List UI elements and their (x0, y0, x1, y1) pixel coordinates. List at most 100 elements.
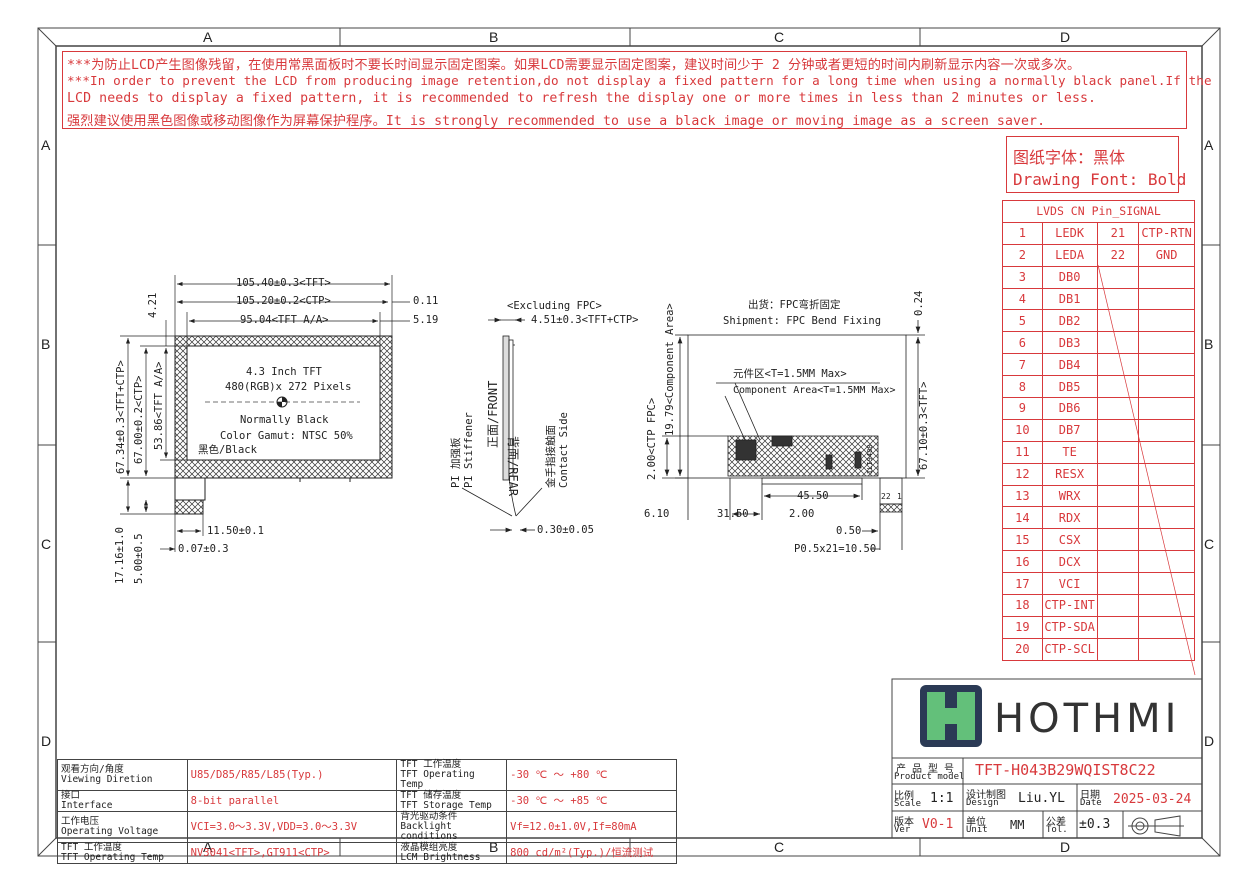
pin-signal-2 (1138, 418, 1195, 442)
pin-signal: CSX (1041, 528, 1098, 552)
side-front-label: 正面/FRONT (486, 380, 500, 448)
spec-label-cn: 接口 (61, 790, 81, 801)
pin-signal: LEDA (1041, 243, 1098, 267)
spec-value: VCI=3.0～3.3V,VDD=3.0～3.3V (186, 811, 398, 843)
drawing-font-cn: 图纸字体：黑体 (1013, 148, 1126, 167)
spec-label-cn: TFT 储存温度 (400, 790, 462, 801)
spec-value: U85/D85/R85/L85(Typ.) (186, 759, 398, 791)
designer-name: Liu.YL (1018, 791, 1065, 806)
pin-number: 20 (1002, 637, 1043, 661)
dim-width-tft: 105.40±0.3<TFT> (236, 277, 331, 289)
date-label-en: Date (1080, 798, 1102, 808)
spec-label-en: TFT Operating Temp (400, 769, 475, 790)
pin-signal-2 (1138, 484, 1195, 508)
version-value: V0-1 (922, 817, 954, 832)
spec-label-cn: 工作电压 (61, 816, 100, 827)
dim-active-area-width: 95.04<TFT A/A> (240, 314, 329, 326)
pin-number-2 (1096, 572, 1140, 596)
pin-signal-2 (1138, 397, 1195, 420)
warning-line-3: LCD needs to display a fixed pattern, it… (67, 91, 1097, 106)
spec-value: Vf=12.0±1.0V,If=80mA (506, 811, 677, 843)
pin-signal: DB6 (1041, 397, 1098, 420)
drawing-date: 2025-03-24 (1113, 792, 1192, 807)
pin-number-2 (1096, 506, 1140, 530)
version-label-cn: 版本 (894, 817, 914, 828)
pin-number: 7 (1002, 353, 1043, 377)
component-area-cn: 元件区<T=1.5MM Max> (733, 368, 847, 380)
pin-number-2: 21 (1096, 221, 1140, 245)
retention-warning-box: ***为防止LCD产生图像残留，在使用常黑面板时不要长时间显示固定图案。如果LC… (62, 51, 1212, 129)
dim-rear-d1: 6.10 (644, 508, 670, 520)
version-label-en: Ver (894, 825, 911, 835)
dim-rear-height: 67.10±0.3<TFT> (918, 381, 930, 470)
panel-gamut-label: Color Gamut: NTSC 50% (220, 430, 353, 442)
pin-signal-2 (1138, 353, 1195, 377)
dim-fpc-pitch: P0.5x21=10.50 (794, 543, 877, 555)
fpc-pin-22: 22 (881, 492, 891, 501)
pin-number: 15 (1002, 528, 1043, 552)
dim-tail-length: 17.16±1.0 (114, 527, 126, 584)
pin-number: 2 (1002, 243, 1043, 267)
drawing-font-box: 图纸字体：黑体 Drawing Font: Bold (1006, 136, 1186, 193)
dim-fpc-width: 11.50±0.1 (207, 525, 264, 537)
spec-label-en: Interface (61, 800, 113, 811)
pin-number: 12 (1002, 462, 1043, 486)
dim-rear-d3: 2.00 (789, 508, 815, 520)
dim-ctp-offset: 0.11 (413, 295, 439, 307)
pin-number: 19 (1002, 615, 1043, 639)
pin-signal-2 (1138, 287, 1195, 311)
pin-number: 13 (1002, 484, 1043, 508)
zone-col-c-bottom: C (774, 839, 785, 855)
pin-signal-2 (1138, 550, 1195, 574)
zone-col-b-top: B (489, 29, 499, 45)
pin-number-2: 22 (1096, 243, 1140, 267)
pin-signal-2 (1138, 615, 1195, 639)
pin-signal: DB0 (1041, 265, 1098, 289)
pin-number: 16 (1002, 550, 1043, 574)
warning-line-1: ***为防止LCD产生图像残留，在使用常黑面板时不要长时间显示固定图案。如果LC… (67, 58, 1081, 73)
spec-label-cn: 观看方向/角度 (61, 764, 124, 775)
dim-rear-top-offset: 0.24 (913, 290, 925, 316)
pin-signal: CTP-SDA (1041, 615, 1098, 639)
pin-number: 3 (1002, 265, 1043, 289)
dim-rear-d4: 45.50 (797, 490, 829, 502)
pin-number: 10 (1002, 418, 1043, 442)
spec-label-cn: 液晶模组亮度 (400, 842, 458, 853)
contact-en-label: Contact Side (558, 412, 570, 488)
shipment-en: Shipment: FPC Bend Fixing (723, 315, 882, 327)
dim-fpc-offset: 0.07±0.3 (178, 543, 229, 555)
scale-value: 1:1 (930, 791, 954, 806)
rear-view-outline (662, 320, 925, 550)
spec-value: 8-bit parallel (186, 790, 398, 812)
pin-signal-2 (1138, 572, 1195, 596)
dim-fpc-thickness: 0.30±0.05 (537, 524, 594, 536)
fpc-pin-1: 1 (897, 492, 902, 501)
dim-top-offset: 4.21 (147, 292, 159, 318)
pin-signal-2: CTP-RTN (1138, 221, 1195, 245)
zone-row-b-left: B (41, 336, 51, 352)
pin-signal-2 (1138, 637, 1195, 661)
pin-number-2 (1096, 528, 1140, 552)
pin-signal: WRX (1041, 484, 1098, 508)
side-rear-label: 背面/REAR (506, 436, 520, 497)
pin-signal-2 (1138, 462, 1195, 486)
spec-value: -30 ℃ ～ +80 ℃ (506, 759, 677, 791)
tolerance-value: ±0.3 (1079, 817, 1111, 832)
pin-signal-2 (1138, 375, 1195, 399)
pin-number-2 (1096, 637, 1140, 661)
pin-signal-2 (1138, 309, 1195, 333)
pin-number-2 (1096, 484, 1140, 508)
zone-col-c-top: C (774, 29, 785, 45)
